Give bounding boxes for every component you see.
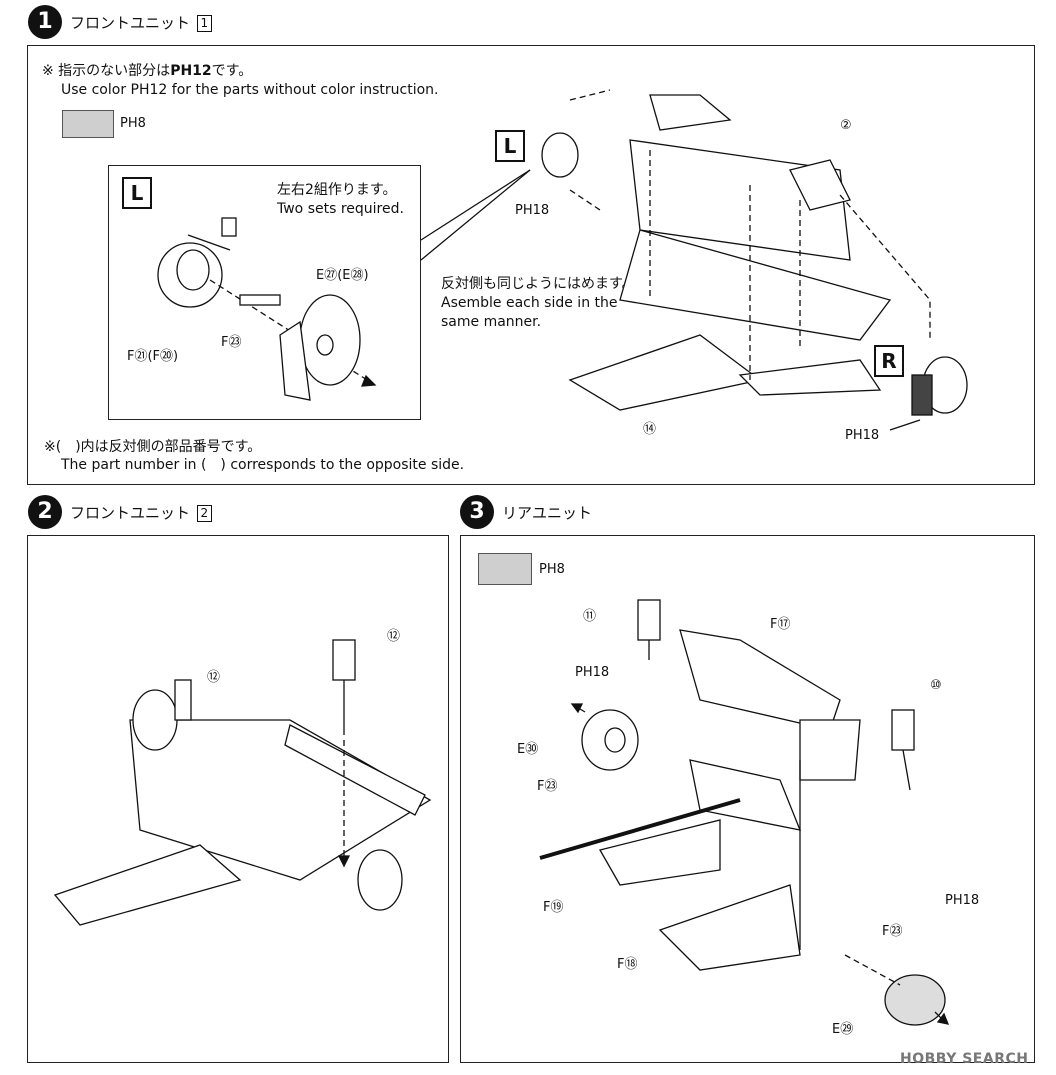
inset-note-en: Two sets required.	[277, 201, 404, 217]
main-right-marker: R	[874, 345, 904, 377]
step-1-title: フロントユニット 1	[70, 12, 212, 33]
label-ph18-rear-a: PH18	[575, 665, 610, 680]
color-swatch-ph8	[62, 110, 114, 138]
label-f18: F⑱	[617, 957, 638, 972]
color-note-jp-end: です。	[211, 63, 253, 79]
inset-note-jp: 左右2組作ります。	[277, 182, 397, 198]
label-e30: E㉚	[517, 742, 539, 757]
label-part-14: ⑭	[643, 422, 657, 437]
label-ph18-rear-b: PH18	[945, 893, 980, 908]
step-2-panel	[27, 535, 449, 1063]
label-e27: E㉗(E㉘)	[316, 268, 369, 283]
step-2-title-text: フロントユニット	[70, 504, 191, 522]
same-note-en-2: same manner.	[441, 314, 542, 330]
color-note-jp: ※ 指示のない部分はPH12です。	[42, 62, 252, 80]
swatch-label-ph8: PH8	[120, 116, 146, 131]
label-ph18-bottom: PH18	[845, 428, 880, 443]
color-note-jp-code: PH12	[170, 63, 212, 79]
label-part-12a: ⑫	[207, 670, 221, 685]
rear-unit-drawing	[539, 599, 950, 1026]
step-2-title: フロントユニット 2	[70, 502, 212, 523]
step-3-panel	[460, 535, 1035, 1063]
color-swatch-ph8-rear	[478, 553, 532, 585]
label-part-10: ⑩	[930, 678, 942, 693]
same-note-jp: 反対側も同じようにはめます。	[441, 276, 636, 292]
label-f23: F㉓	[221, 335, 242, 350]
inset-left-marker: L	[122, 177, 152, 209]
color-note-en: Use color PH12 for the parts without col…	[61, 82, 439, 98]
front-chassis-drawing	[541, 89, 968, 431]
footnote-en: The part number in ( ) corresponds to th…	[61, 457, 465, 473]
color-note-jp-text: ※ 指示のない部分は	[42, 63, 171, 79]
step-1-title-box: 1	[196, 15, 212, 32]
label-f23-rear-a: F㉓	[537, 779, 558, 794]
footnote-jp: ※( )内は反対側の部品番号です。	[44, 439, 262, 455]
step-3-number: 3	[460, 495, 494, 529]
same-note-en-1: Asemble each side in the	[441, 295, 618, 311]
inset-panel	[108, 165, 421, 420]
front-chassis-step2-drawing	[53, 639, 432, 926]
step-1-number: 1	[28, 5, 62, 39]
step-1-title-text: フロントユニット	[70, 14, 191, 32]
label-f17: F⑰	[770, 617, 791, 632]
label-part-12b: ⑫	[387, 629, 401, 644]
main-left-marker: L	[495, 130, 525, 162]
label-f19: F⑲	[543, 900, 564, 915]
inset-hub-drawing	[157, 217, 377, 401]
label-f21: F㉑(F⑳)	[127, 349, 179, 364]
label-part-11: ⑪	[583, 609, 597, 624]
label-f23-rear-b: F㉓	[882, 924, 903, 939]
step-3-title: リアユニット	[502, 504, 593, 522]
step-2-number: 2	[28, 495, 62, 529]
label-ph18-top: PH18	[515, 203, 550, 218]
swatch-label-ph8-rear: PH8	[539, 562, 565, 577]
label-part-2: ②	[840, 118, 852, 133]
watermark: HOBBY SEARCH	[900, 1051, 1029, 1067]
label-e29: E㉙	[832, 1022, 854, 1037]
step-1-panel	[27, 45, 1035, 485]
step-2-title-box: 2	[196, 505, 212, 522]
